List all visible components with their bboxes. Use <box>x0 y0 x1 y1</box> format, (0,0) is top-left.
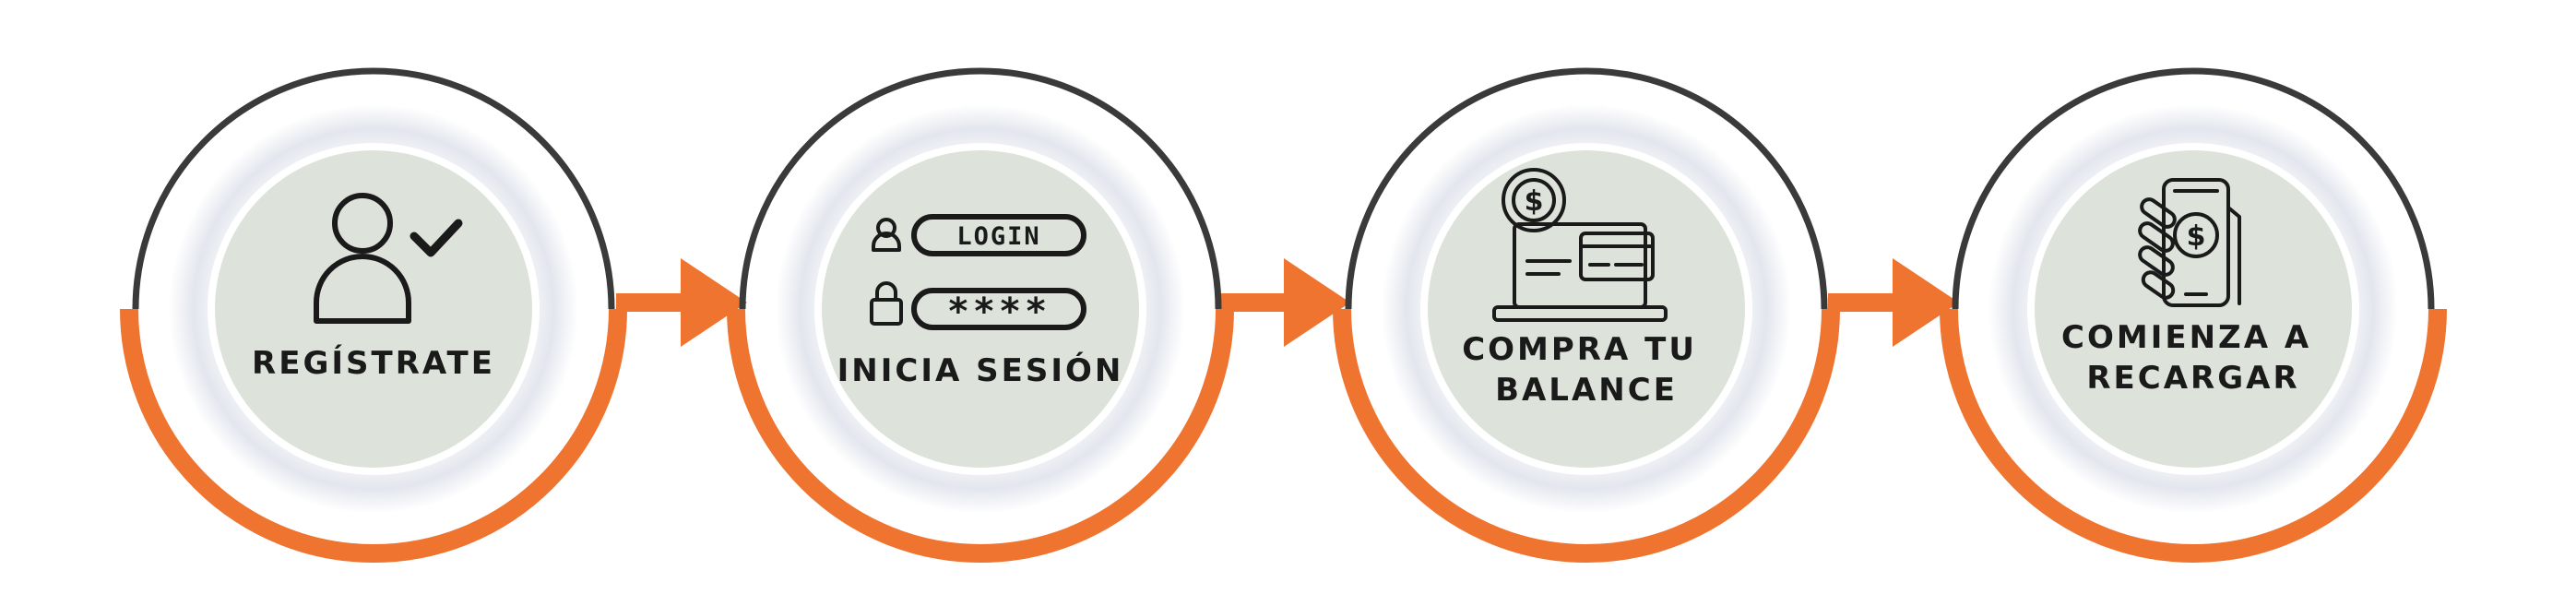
step-4: $ COMIENZA A RECARGAR <box>1940 67 2447 563</box>
step-2-top-arc <box>739 67 1222 310</box>
arrow-2-3 <box>1219 258 1350 347</box>
step-3-top-arc <box>1345 67 1828 310</box>
step-1-top-arc <box>132 67 615 310</box>
lock-icon <box>870 281 903 326</box>
step-3-label-line-1: COMPRA TU <box>1462 331 1697 368</box>
step-1-bottom-arc <box>120 308 627 563</box>
step-2-label: INICIA SESIÓN <box>837 351 1124 389</box>
step-3: $ COMPRA TU BALANCE <box>1333 67 1840 563</box>
laptop-payment-icon: $ <box>1492 168 1668 322</box>
phone-recharge-icon: $ <box>2138 178 2241 307</box>
step-4-label-line-1: COMIENZA A <box>2061 319 2311 356</box>
step-3-bottom-arc <box>1333 308 1840 563</box>
user-check-icon <box>314 193 463 324</box>
user-small-icon <box>872 218 901 252</box>
coin-dollar-text: $ <box>1525 185 1544 218</box>
step-2: LOGIN **** INICIA SESIÓN <box>727 67 1234 563</box>
step-4-top-arc <box>1952 67 2435 310</box>
password-field-text: **** <box>947 291 1051 333</box>
step-4-label: COMIENZA A RECARGAR <box>2061 319 2325 397</box>
step-4-label-line-2: RECARGAR <box>2086 360 2299 397</box>
login-field-text: LOGIN <box>956 222 1040 251</box>
arrow-1-2 <box>616 258 747 347</box>
step-1: REGÍSTRATE <box>120 67 627 563</box>
step-3-label-line-2: BALANCE <box>1495 372 1678 409</box>
step-3-label: COMPRA TU BALANCE <box>1462 331 1711 409</box>
arrow-3-4 <box>1828 258 1959 347</box>
step-2-disc <box>822 150 1139 468</box>
step-4-disc <box>2035 150 2352 468</box>
login-form-icon: LOGIN **** <box>870 214 1086 333</box>
step-2-bottom-arc <box>727 308 1234 563</box>
step-1-label: REGÍSTRATE <box>252 344 495 382</box>
phone-dollar-text: $ <box>2187 220 2206 253</box>
step-4-bottom-arc <box>1940 308 2447 563</box>
